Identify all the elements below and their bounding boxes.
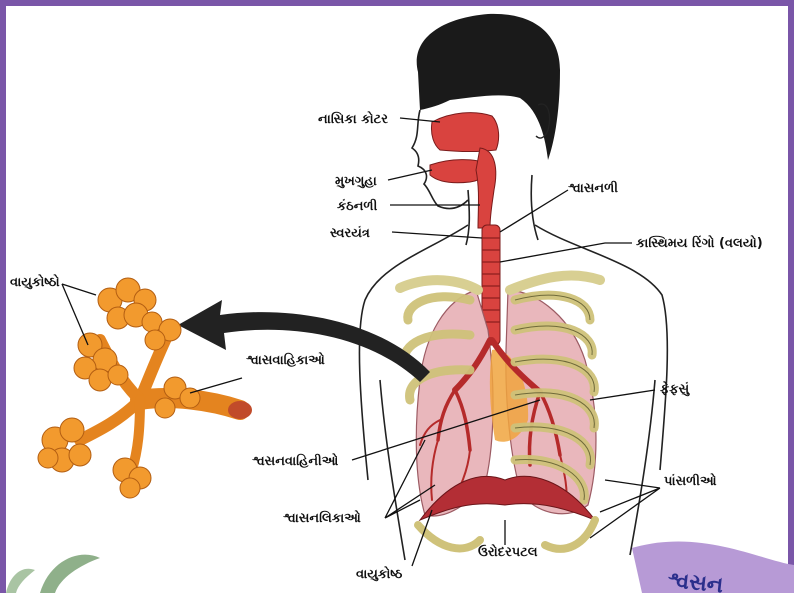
nasal-cavity — [431, 113, 498, 152]
neck — [466, 175, 538, 245]
left-clavicle — [400, 280, 478, 290]
label-trachea: શ્વાસનળી — [568, 179, 618, 196]
label-alveoli-cluster: વાયુકોષ્ઠો — [10, 273, 60, 290]
label-bronchi: શ્વસનવાહિનીઓ — [252, 452, 339, 469]
leaf-decoration-2 — [6, 569, 35, 593]
label-ribs: પાંસળીઓ — [664, 472, 717, 489]
label-nasal-cavity: નાસિકા કોટર — [318, 110, 388, 127]
label-alveolus: વાયુકોષ્ઠ — [356, 565, 403, 582]
pointer-arrow — [178, 300, 430, 382]
right-clavicle — [510, 275, 600, 290]
label-pharynx: કંઠનળી — [337, 197, 378, 214]
label-larynx: સ્વરયંત્ર — [330, 226, 370, 241]
label-bronchioles: શ્વાસનલિકાઓ — [283, 509, 361, 526]
label-lungs: ફેફસું — [660, 380, 690, 397]
pharynx-tube — [476, 148, 496, 228]
label-oral-cavity: મુખગુહા — [335, 174, 377, 189]
label-diaphragm: ઉરોદરપટલ — [478, 543, 538, 560]
label-cartilage-rings: કાસ્થિમય રિંગો (વલયો) — [636, 234, 763, 251]
label-bronchioles-inset: શ્વાસવાહિકાઓ — [246, 351, 325, 368]
leaf-decoration — [40, 555, 100, 593]
